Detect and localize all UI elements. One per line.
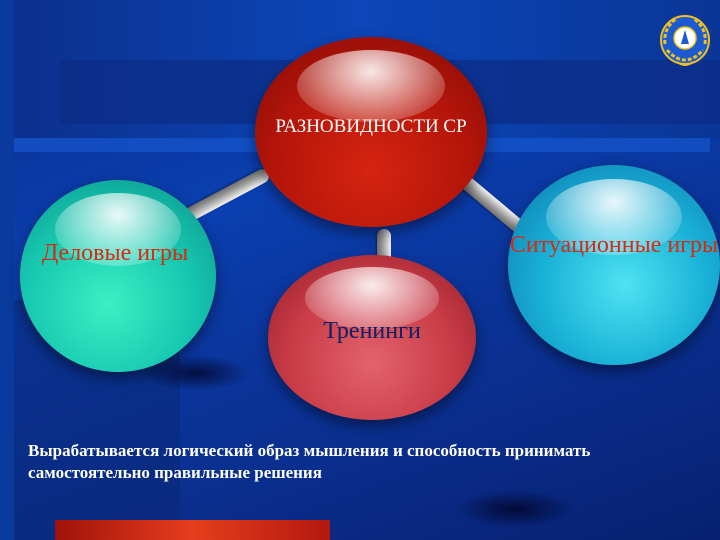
center-ball [255, 37, 487, 227]
shadow-bottom [455, 490, 575, 528]
center-label: РАЗНОВИДНОСТИ СР [275, 116, 467, 137]
ball-highlight [546, 179, 682, 255]
ball-highlight [305, 266, 439, 330]
node-label-situational-games: Ситуационные игры [509, 232, 719, 258]
node-ball-situational-games [508, 165, 720, 365]
caption-text: Вырабатывается логический образ мышления… [28, 441, 591, 483]
ball-highlight [296, 50, 446, 123]
laurel-wreath-emblem-icon [660, 15, 710, 66]
ball-highlight [55, 193, 181, 267]
node-label-trainings: Тренинги [323, 318, 421, 344]
left-strip [0, 0, 14, 540]
node-label-business-games: Деловые игры [41, 240, 189, 266]
bottom-accent-bar [55, 520, 330, 540]
node-ball-trainings [268, 255, 476, 420]
node-ball-business-games [20, 180, 216, 372]
